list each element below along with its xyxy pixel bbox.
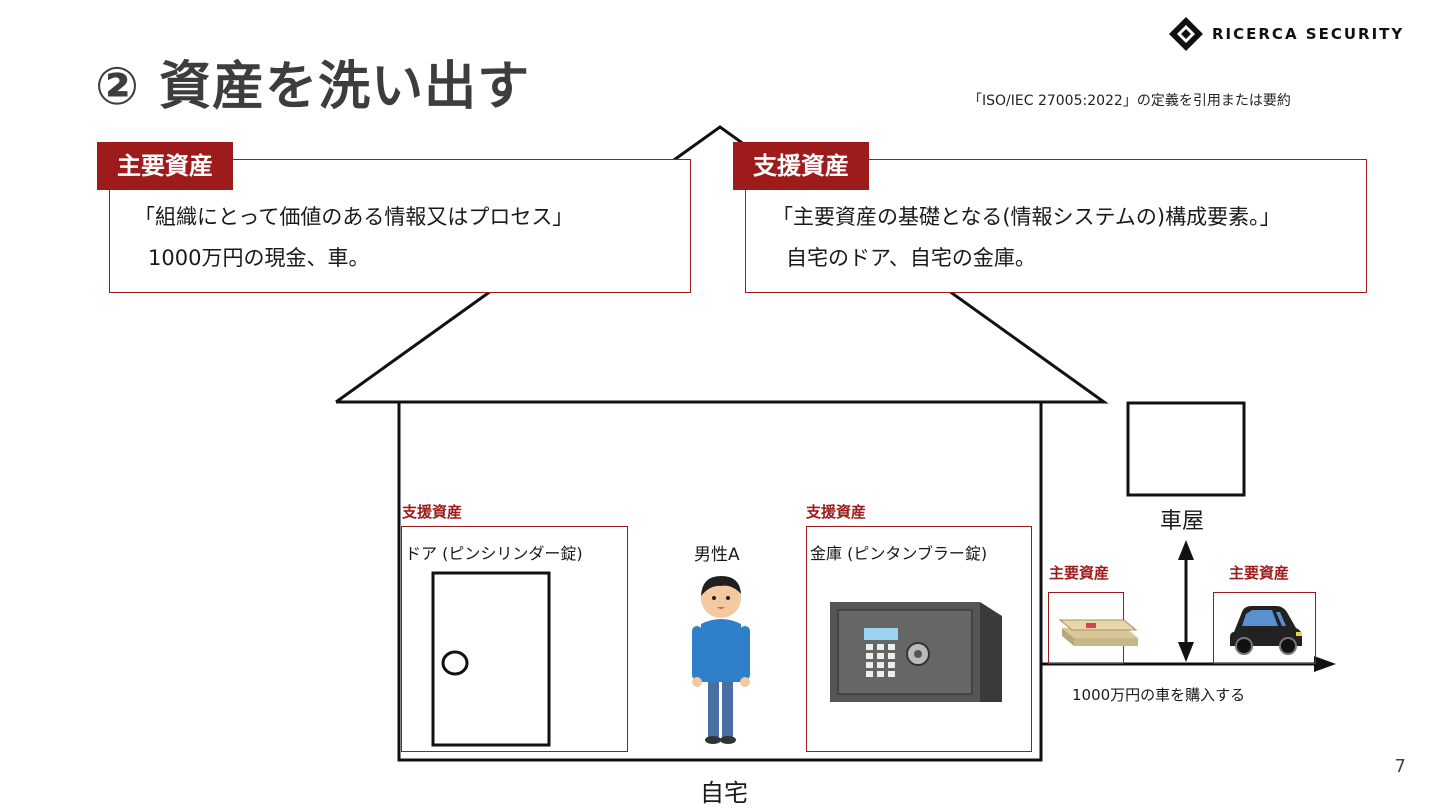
car-icon: [1230, 606, 1302, 655]
garage-arrowhead-up: [1178, 540, 1194, 560]
page-number: 7: [1394, 756, 1406, 777]
primary-asset-definition: 「組織にとって価値のある情報又はプロセス」: [134, 205, 574, 229]
door-asset-tag: 支援資産: [402, 503, 463, 521]
door-label: ドア (ピンシリンダー錠): [405, 544, 583, 563]
logo-text: RICERCA SECURITY: [1212, 25, 1405, 43]
safe-label: 金庫 (ピンタンブラー錠): [810, 544, 988, 563]
person-icon: [692, 576, 750, 744]
timeline-arrowhead: [1314, 656, 1336, 672]
company-logo: RICERCA SECURITY: [1168, 16, 1404, 52]
door-box: [401, 526, 628, 752]
safe-box: [806, 526, 1032, 752]
garage-label: 車屋: [1160, 509, 1205, 534]
cash-asset-tag: 主要資産: [1049, 564, 1110, 582]
house-label: 自宅: [700, 779, 748, 807]
primary-asset-example: 1000万円の現金、車。: [148, 246, 370, 270]
supporting-asset-definition: 「主要資産の基礎となる(情報システムの)構成要素。」: [772, 205, 1281, 229]
citation-note: 「ISO/IEC 27005:2022」の定義を引用または要約: [968, 93, 1291, 109]
primary-asset-label: 主要資産: [97, 142, 233, 190]
house-body: [397, 400, 1043, 762]
car-asset-tag: 主要資産: [1229, 564, 1290, 582]
person-label: 男性A: [694, 545, 740, 565]
supporting-asset-label: 支援資産: [733, 142, 869, 190]
door-icon: [431, 571, 551, 747]
safe-asset-tag: 支援資産: [806, 503, 867, 521]
safe-icon: [830, 602, 1002, 702]
logo-diamond-icon: [1169, 17, 1203, 51]
car-box: [1213, 592, 1316, 664]
garage-building: [1126, 401, 1246, 497]
page-title: ② 資産を洗い出す: [95, 57, 531, 117]
purchase-label: 1000万円の車を購入する: [1072, 686, 1246, 704]
supporting-asset-example: 自宅のドア、自宅の金庫。: [786, 246, 1036, 270]
cash-stack-icon: [1058, 619, 1138, 646]
garage-arrowhead-down: [1178, 642, 1194, 662]
